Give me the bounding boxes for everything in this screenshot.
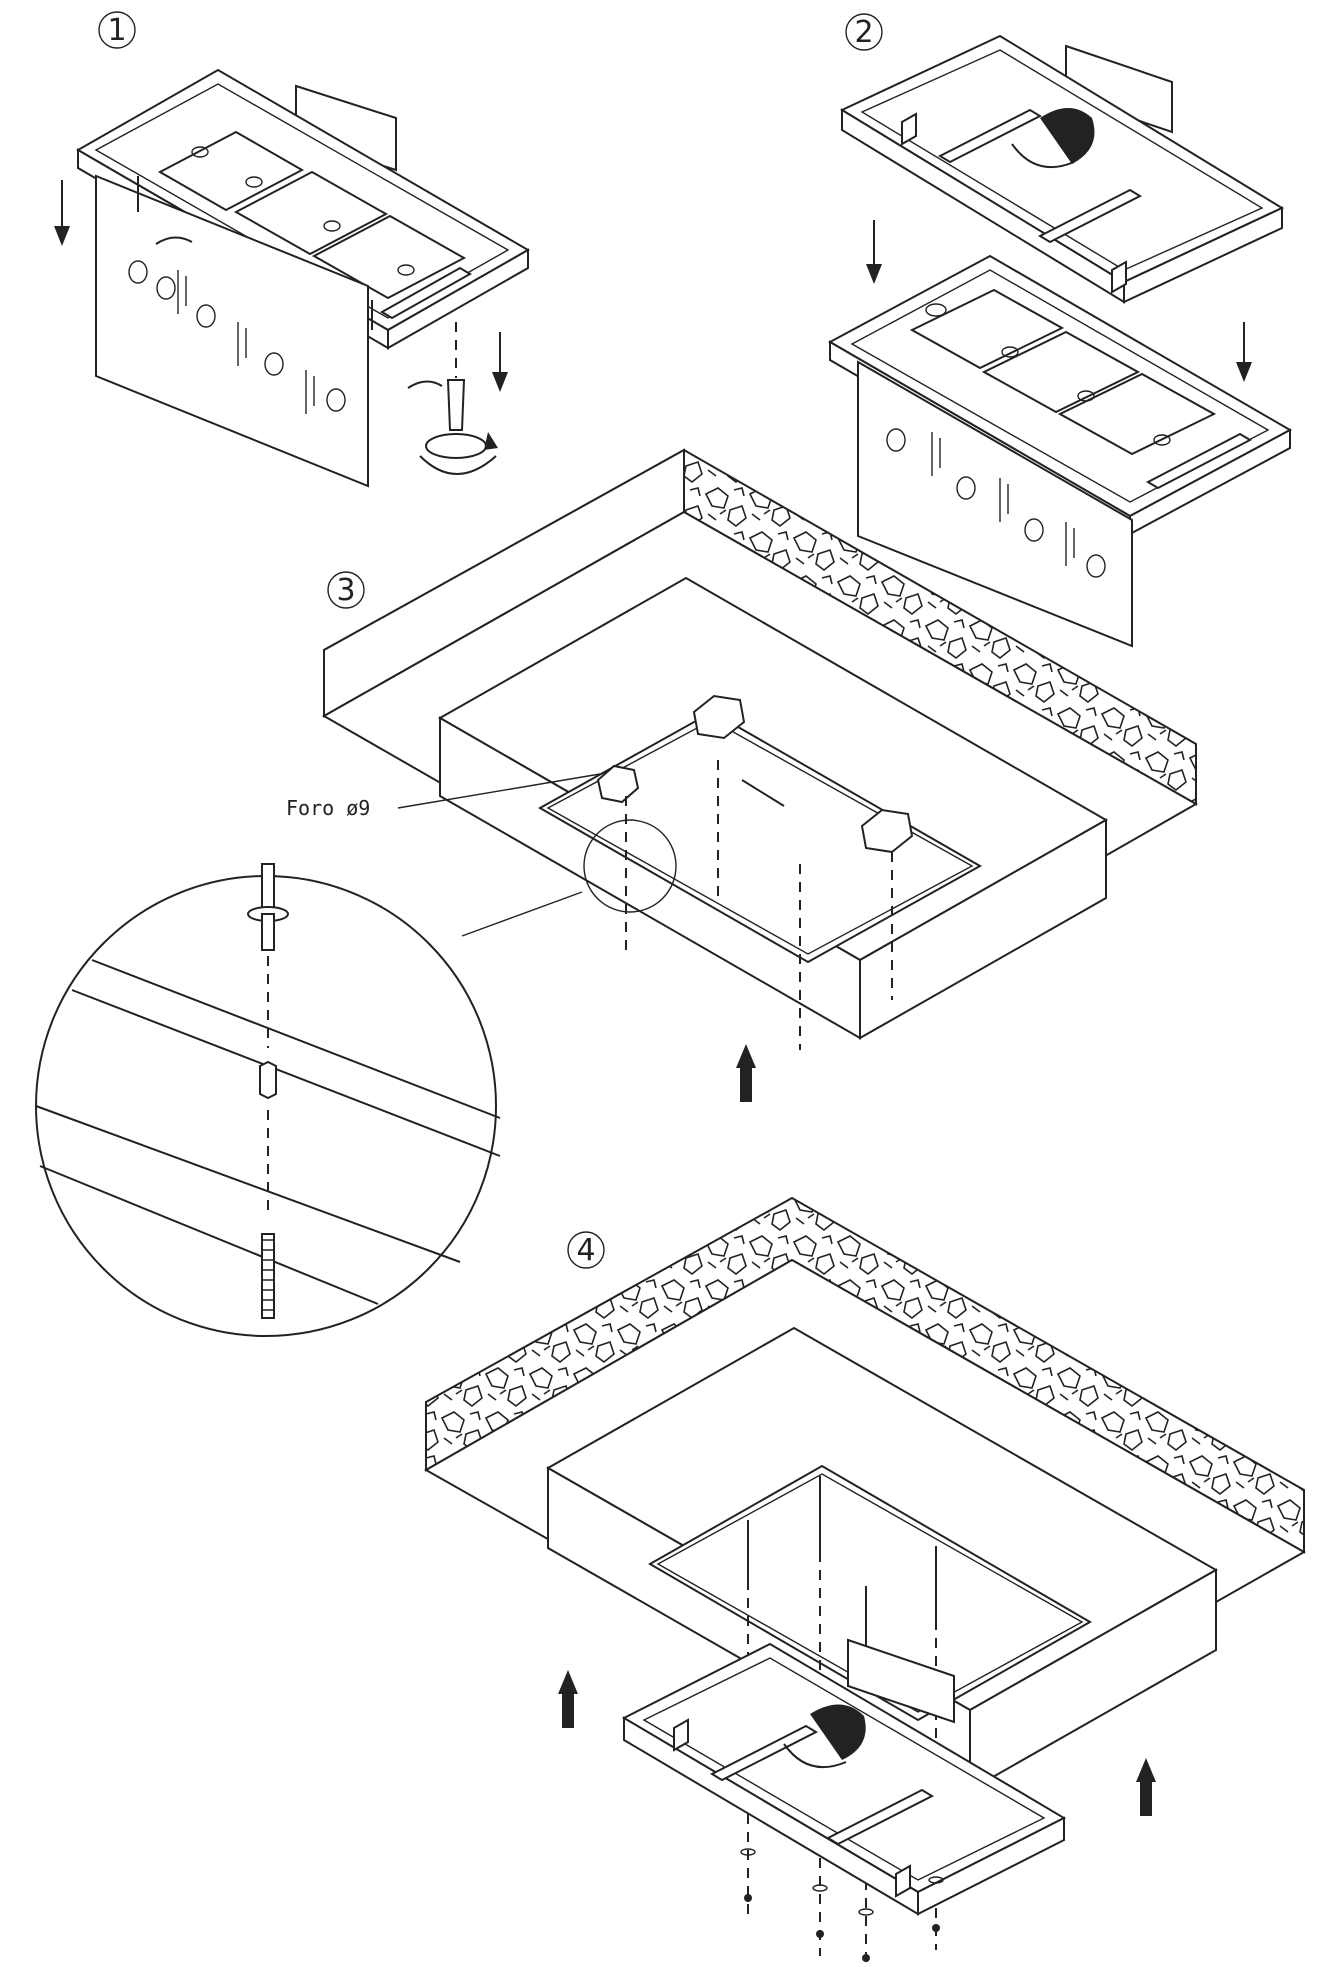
knob-icon: [419, 322, 498, 475]
step-4-number: 4: [576, 1233, 595, 1268]
hole-diameter-label: Foro ø9: [286, 796, 370, 820]
step-3-group: 3 Foro ø9: [35, 448, 1199, 1337]
up-arrow-step-4-left: [558, 1670, 578, 1728]
hood-body-step-2: [827, 254, 1293, 648]
up-arrow-step-4-right: [1136, 1758, 1156, 1816]
step-4-group: 4: [423, 1196, 1307, 1967]
down-arrow-2-right: [1236, 322, 1252, 382]
down-arrow-left: [54, 180, 70, 246]
down-arrow-2-left: [866, 220, 882, 284]
washers-and-nuts: [740, 1848, 944, 1962]
step-3-number: 3: [336, 573, 355, 608]
step-3-badge: 3: [327, 571, 365, 609]
step-2-number: 2: [854, 15, 873, 50]
step-1-group: 1: [54, 11, 531, 488]
motor-frame-step-2: [839, 34, 1285, 304]
hood-body-step-1: [75, 68, 531, 488]
step-2-badge: 2: [845, 13, 883, 51]
motor-frame-step-4: [621, 1638, 1067, 1916]
ceiling-step-3: [321, 448, 1199, 1050]
detail-magnifier: [35, 819, 677, 1337]
hole-label: Foro ø9: [286, 773, 601, 820]
step-1-badge: 1: [98, 11, 136, 49]
step-1-number: 1: [107, 13, 126, 48]
up-arrow-step-3: [736, 1044, 756, 1102]
anchor-bolt-icon: [247, 863, 289, 1319]
down-arrow-right: [492, 332, 508, 392]
rotate-arrow-icon: [155, 236, 443, 389]
step-2-group: 2: [827, 13, 1293, 648]
screw-icon: [137, 176, 373, 330]
step-4-badge: 4: [567, 1231, 605, 1269]
